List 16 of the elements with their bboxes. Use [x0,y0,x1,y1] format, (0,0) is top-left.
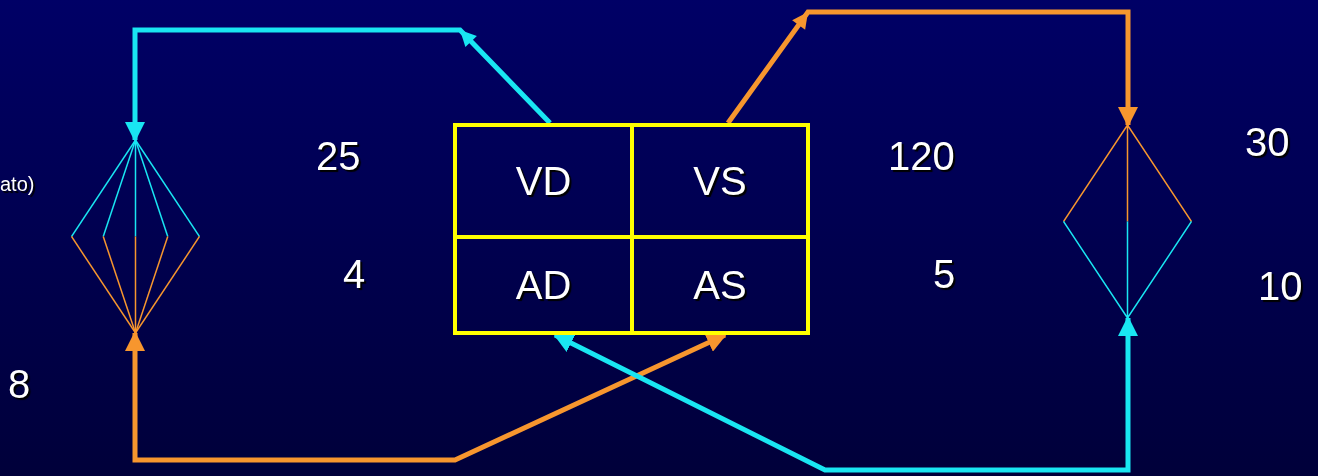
arrow [125,27,552,142]
chamber-label: VD [515,161,572,201]
arrow [725,9,1138,127]
arrow [125,331,727,463]
value-label: 120 [888,136,955,176]
value-label: 30 [1245,122,1290,162]
chamber-label: VS [693,161,747,201]
value-label: 25 [316,136,361,176]
value-label: ato) [0,174,35,194]
chamber-label: AD [515,265,572,305]
chamber-label: AS [693,265,747,305]
value-label: 10 [1258,266,1303,306]
value-label: 5 [933,254,956,294]
arrow [553,316,1138,473]
value-label: 8 [8,364,31,404]
value-label: 4 [343,254,366,294]
